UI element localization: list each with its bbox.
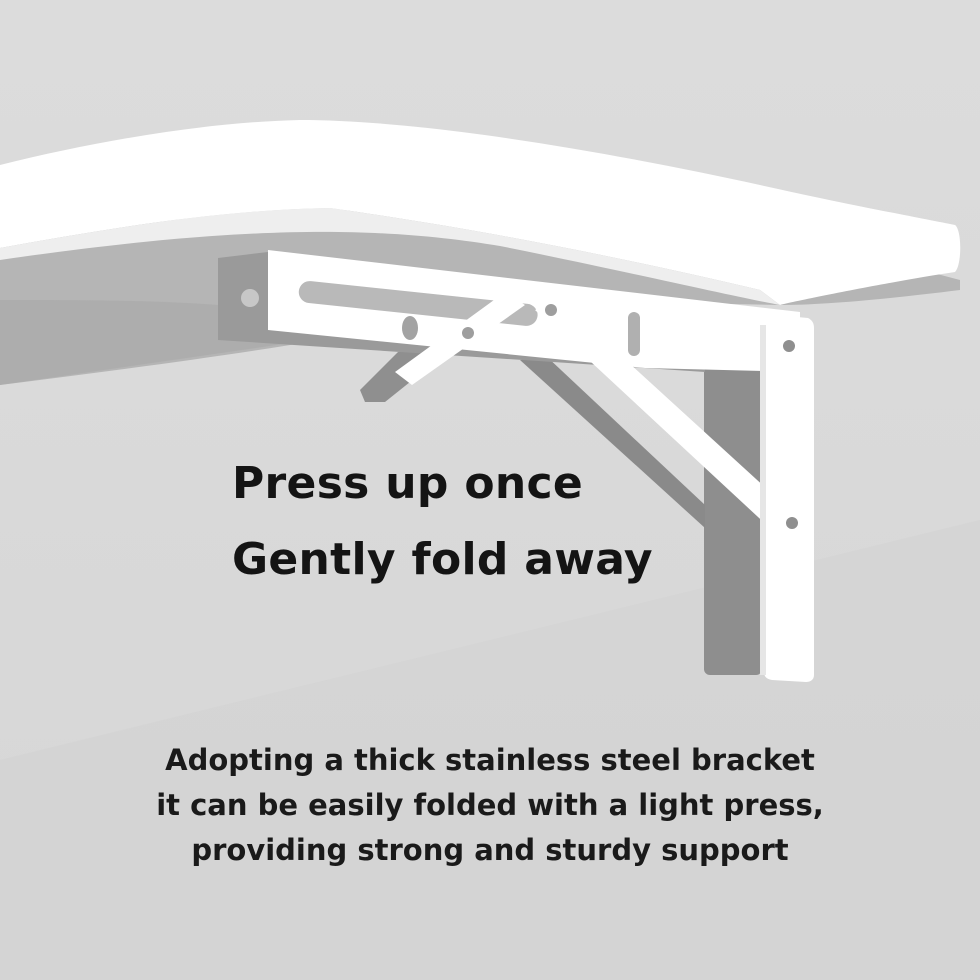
brace-shadow [520, 355, 705, 528]
description-line-3: providing strong and sturdy support [191, 833, 789, 867]
headline-line-1: Press up once [232, 458, 584, 509]
bracket-brace [535, 300, 790, 532]
rivet-icon [402, 316, 418, 340]
bracket-wall-plate-edge [760, 325, 766, 675]
bracket-lever [395, 292, 525, 385]
rivet-icon [545, 304, 557, 316]
headline-line-2: Gently fold away [232, 534, 653, 585]
bracket-top-arm [218, 252, 705, 372]
rivet-icon [462, 327, 474, 339]
headline: Press up once Gently fold away [232, 446, 653, 598]
screw-hole-icon [783, 340, 795, 352]
rivet-icon [241, 289, 259, 307]
screw-hole-icon [786, 517, 798, 529]
bracket-inner-notch [628, 312, 640, 356]
shelf-top [0, 120, 961, 305]
description-line-1: Adopting a thick stainless steel bracket [165, 743, 815, 777]
bracket-wall-shadow [704, 365, 762, 675]
description-line-2: it can be easily folded with a light pre… [156, 788, 824, 822]
product-description: Adopting a thick stainless steel bracket… [0, 738, 980, 873]
shelf-edge [0, 208, 780, 305]
bracket-wall-plate [762, 315, 814, 682]
